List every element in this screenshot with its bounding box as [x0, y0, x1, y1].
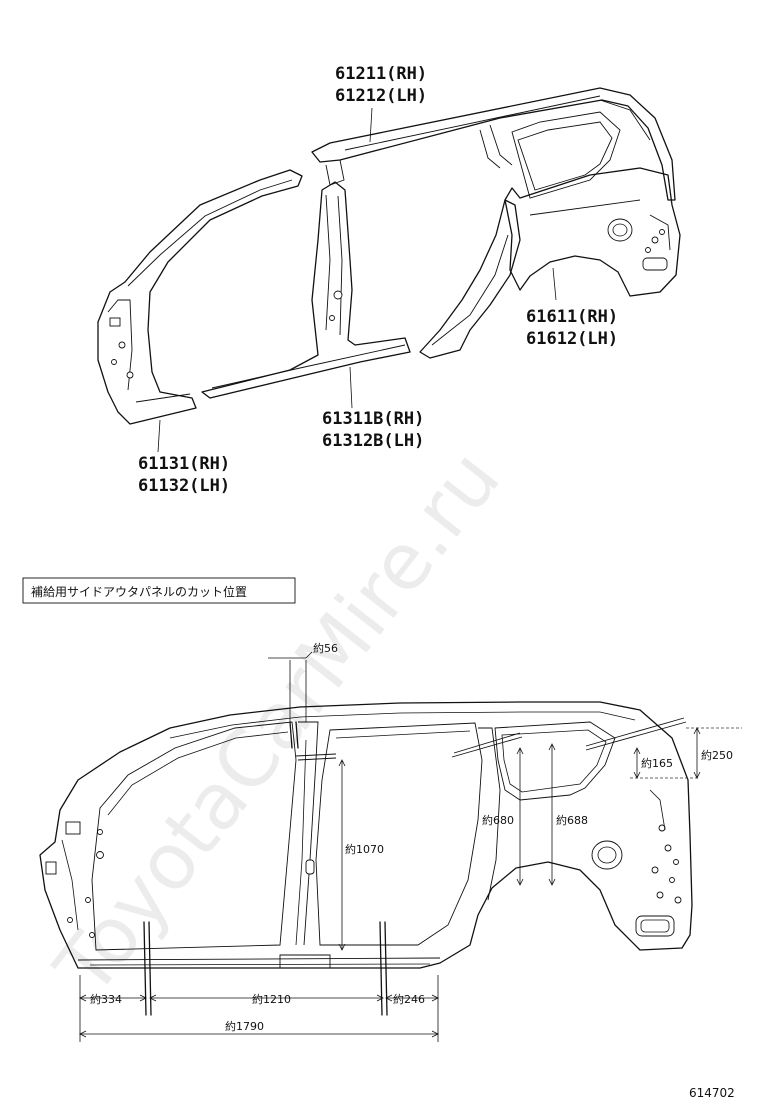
label-61212: 61212(LH)	[335, 86, 427, 106]
dimension-lines	[79, 651, 742, 1042]
dim-quarter-height-2: 約688	[556, 813, 588, 827]
document-id: 614702	[689, 1086, 735, 1100]
dim-rear-top-1: 約165	[641, 756, 673, 770]
quarter-panel-drawing	[504, 111, 681, 297]
section-title: 補給用サイドアウタパネルのカット位置	[31, 584, 247, 599]
label-61611: 61611(RH)	[526, 307, 618, 327]
dim-rear-top-2: 約250	[701, 748, 733, 762]
dim-bottom-middle: 約1210	[252, 992, 291, 1006]
dim-top-width: 約56	[313, 641, 338, 655]
label-61132: 61132(LH)	[138, 476, 230, 496]
label-61311b: 61311B(RH)	[322, 409, 424, 429]
dim-pillar-height: 約1070	[345, 842, 384, 856]
dim-quarter-height-1: 約680	[482, 813, 514, 827]
center-pillar-drawing	[201, 181, 411, 399]
cut-lines	[143, 717, 687, 1016]
label-61312b: 61312B(LH)	[322, 431, 424, 451]
label-61211: 61211(RH)	[335, 64, 427, 84]
dim-bottom-rear: 約246	[393, 992, 425, 1006]
front-pillar-drawing	[97, 169, 303, 425]
section-title-box	[22, 577, 296, 604]
side-outer-panel-drawing	[39, 701, 693, 969]
rear-door-pillar-drawing	[419, 199, 521, 359]
label-61131: 61131(RH)	[138, 454, 230, 474]
roof-side-rail-drawing	[311, 87, 676, 201]
dim-bottom-front: 約334	[90, 992, 122, 1006]
dim-bottom-total: 約1790	[225, 1019, 264, 1033]
label-61612: 61612(LH)	[526, 329, 618, 349]
